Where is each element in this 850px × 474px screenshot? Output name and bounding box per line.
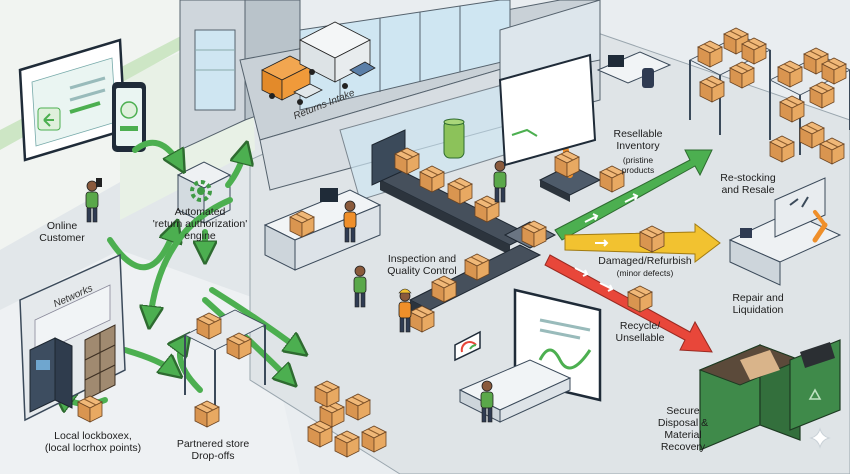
refurbish-package xyxy=(640,226,664,252)
resellable-sub-label: (pristine products xyxy=(603,155,673,175)
restocking-label: Re-stocking and Resale xyxy=(708,172,788,196)
online-customer-label: Online Customer xyxy=(22,220,102,244)
damaged-label: Damaged/Refurbish xyxy=(590,255,700,267)
store-package xyxy=(195,401,219,427)
disposal-label: Secure Disposal & Material Recovery xyxy=(648,405,718,453)
supply-canister xyxy=(444,119,464,158)
phone-return-app xyxy=(112,82,146,152)
local-lockbox-label: Local lockboxex, (local locrhox points) xyxy=(28,430,158,454)
resellable-label: Resellable Inventory xyxy=(598,128,678,152)
engine-label: Automated 'return authorization' engine xyxy=(140,206,260,242)
repair-label: Repair and Liquidation xyxy=(718,292,798,316)
recycle-label: Recycle/ Unsellable xyxy=(600,320,680,344)
partnered-store-label: Partnered store Drop-offs xyxy=(168,438,258,462)
inspection-qc-label: Inspection and Quality Control xyxy=(372,253,472,277)
damaged-sub-label: (minor defects) xyxy=(600,268,690,278)
intake-package xyxy=(290,211,314,237)
agv-package xyxy=(555,151,579,177)
recycle-package xyxy=(628,286,652,312)
lockbox-package xyxy=(78,396,102,422)
